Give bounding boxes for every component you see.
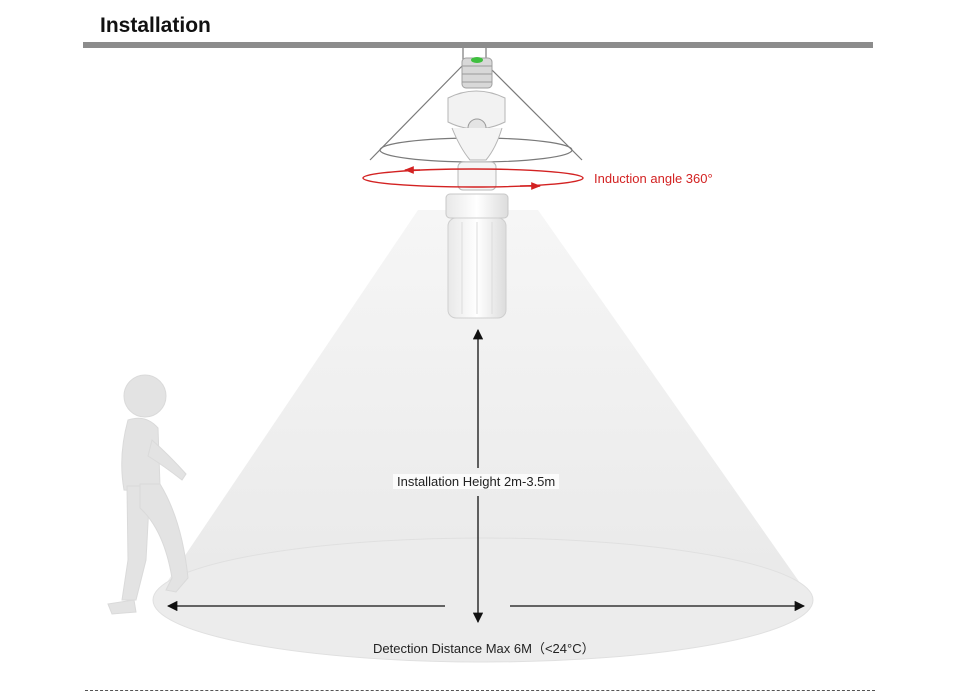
induction-angle-ring bbox=[362, 166, 584, 190]
installation-height-label: Installation Height 2m-3.5m bbox=[393, 474, 560, 489]
title-underline bbox=[83, 42, 873, 48]
footer-divider bbox=[85, 690, 875, 691]
page-title: Installation bbox=[100, 14, 211, 37]
detection-cone bbox=[152, 210, 814, 663]
sensor-bulb-icon bbox=[445, 57, 509, 319]
induction-angle-label: Induction angle 360° bbox=[594, 171, 713, 186]
walking-person-icon bbox=[107, 374, 189, 615]
detection-distance-label: Detection Distance Max 6M（<24°C） bbox=[373, 641, 595, 656]
